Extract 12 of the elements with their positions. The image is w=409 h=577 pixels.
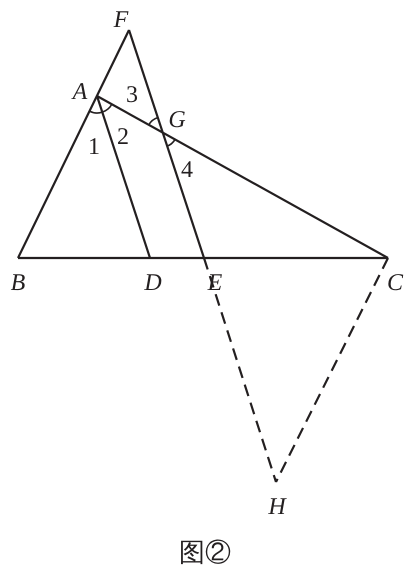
angle-number: 3 xyxy=(126,83,138,107)
angle-number: 4 xyxy=(181,158,193,182)
point-label: F xyxy=(114,8,128,32)
point-label: D xyxy=(144,271,162,295)
figure-caption: 图② xyxy=(179,541,231,565)
angle-number: 1 xyxy=(88,135,100,159)
angle-number: 2 xyxy=(117,125,129,149)
point-label: C xyxy=(387,271,403,295)
point-label: G xyxy=(168,108,186,132)
point-label: B xyxy=(10,271,26,295)
point-label: A xyxy=(72,80,88,104)
point-label: H xyxy=(268,495,286,519)
